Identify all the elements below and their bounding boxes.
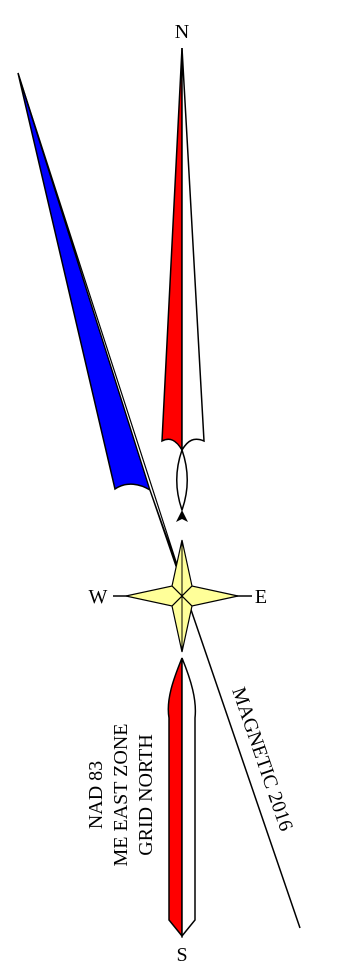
magnetic-north-arrow: [18, 73, 182, 580]
south-label: S: [176, 944, 187, 966]
grid-note-line-1: NAD 83: [85, 761, 107, 829]
grid-north-shaft: [177, 450, 188, 510]
grid-south-red-half: [168, 658, 182, 936]
grid-south-arrow: [168, 658, 195, 936]
north-label: N: [175, 21, 189, 43]
grid-south-white-half: [182, 658, 195, 936]
grid-north-note: NAD 83 ME EAST ZONE GRID NORTH: [85, 724, 157, 867]
grid-note-line-3: GRID NORTH: [135, 734, 157, 856]
star-west-point: [126, 586, 182, 606]
grid-north-arrow: [162, 48, 204, 522]
grid-north-white-half: [182, 48, 204, 450]
grid-north-red-half: [162, 48, 182, 450]
magnetic-arrow-white-half: [18, 73, 182, 580]
star-east-point: [182, 586, 238, 606]
magnetic-label: MAGNETIC 2016: [227, 684, 297, 834]
east-label: E: [255, 586, 267, 608]
grid-north-shaft-tip: [176, 510, 188, 522]
compass-star: [113, 540, 252, 652]
west-label: W: [89, 586, 108, 608]
grid-note-line-2: ME EAST ZONE: [110, 724, 132, 867]
